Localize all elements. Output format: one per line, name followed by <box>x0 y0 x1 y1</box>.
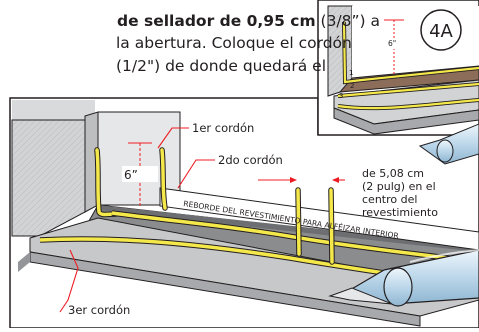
instruction-line-1: de sellador de 0,95 cm (3/8”) a <box>117 12 380 30</box>
center-note-line-1: de 5,08 cm <box>362 167 424 180</box>
main-dimension-6in: 6” <box>122 142 158 206</box>
bead-2-label: 2do cordón <box>218 153 283 167</box>
arrow-right-head <box>332 177 339 183</box>
step-badge-label: 4A <box>429 21 453 42</box>
bead-2-vertical <box>160 148 167 210</box>
bead-1-label: 1er cordón <box>192 121 254 135</box>
center-note-line-2: (2 pulg) en el <box>362 180 436 193</box>
instruction-text: de sellador de 0,95 cm (3/8”) a la abert… <box>116 10 380 75</box>
main-dimension-label: 6” <box>124 168 138 182</box>
inset-nozzle <box>418 123 479 165</box>
caulk-nozzle <box>328 249 479 307</box>
instruction-line-2: la abertura. Coloque el cordón <box>116 34 352 52</box>
leader-bead-3 <box>59 249 79 313</box>
inset-sill-lip <box>333 107 479 135</box>
sill-back-edge <box>98 205 479 252</box>
inset-bead-3 <box>337 98 479 110</box>
inset-bead-2 <box>337 82 479 98</box>
inset-dimension-6in: 6" <box>384 19 404 76</box>
leader-bead-2 <box>177 159 215 189</box>
center-bead-b <box>329 188 334 264</box>
instruction-line-1-rest: (3/8”) a <box>315 12 381 30</box>
main-illustration: REBORDE DEL REVESTIMIENTO PARA ALFÉIZAR … <box>9 97 479 329</box>
leader-bead-1 <box>157 127 189 149</box>
bead-3-label: 3er cordón <box>68 303 130 317</box>
step-badge-circle <box>420 9 462 51</box>
header-wall <box>12 100 95 120</box>
instruction-bold: de sellador de 0,95 cm <box>117 12 316 30</box>
inset-bead-number-1: 1 <box>349 69 353 77</box>
center-note-line-4: revestimiento <box>362 206 438 219</box>
bead-1-vertical <box>95 148 118 217</box>
sill-lip-end <box>18 252 30 272</box>
inset-dimension-label: 6" <box>388 39 396 48</box>
inset-illustration: 1 2 3 6" 4A <box>317 0 479 165</box>
center-note-line-3: centro del <box>362 193 417 206</box>
jamb-wall <box>11 119 86 237</box>
flashing-strip <box>159 187 479 251</box>
inset-bead-1 <box>342 21 479 84</box>
step-badge: 4A <box>420 9 462 51</box>
inset-bead-number-3: 3 <box>339 92 343 100</box>
instruction-line-3: (1/2") de donde quedará el <box>116 57 327 75</box>
arrow-left-head <box>290 177 297 183</box>
inset-bead-number-2: 2 <box>350 82 354 90</box>
center-bead-a <box>296 188 301 256</box>
center-note: de 5,08 cm (2 pulg) en el centro del rev… <box>362 167 438 219</box>
